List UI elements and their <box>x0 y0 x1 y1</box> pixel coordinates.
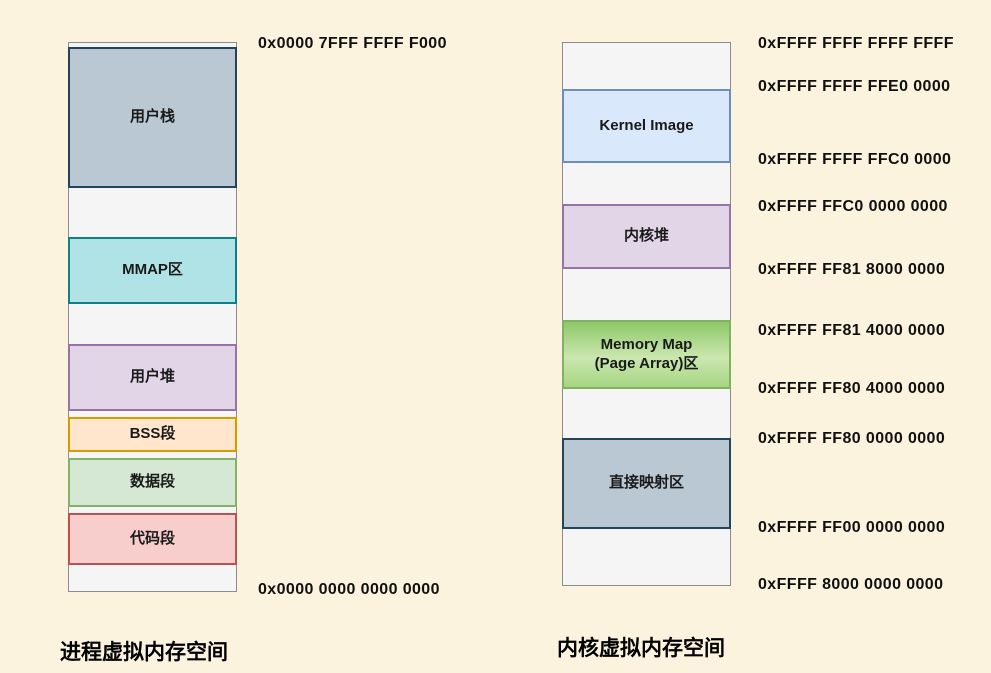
kernel-memory-column: Kernel Image 内核堆 Memory Map (Page Array)区直… <box>562 42 731 586</box>
address-label: 0x0000 0000 0000 0000 <box>258 581 440 598</box>
user-stack-segment-label: 用户栈 <box>129 108 175 126</box>
mmap-region-segment-label: MMAP区 <box>122 261 183 279</box>
user-stack-segment: 用户栈 <box>68 47 237 188</box>
mmap-region-segment: MMAP区 <box>68 237 237 304</box>
address-label: 0xFFFF FFFF FFC0 0000 <box>758 151 952 168</box>
address-label: 0xFFFF FFFF FFFF FFFF <box>758 35 954 52</box>
direct-mapping-segment-label: 直接映射区 <box>608 474 684 492</box>
user-heap-segment: 用户堆 <box>68 344 237 411</box>
process-memory-column: 用户栈 MMAP区用户堆 BSS段数据段代码段 <box>68 42 237 592</box>
memory-map-segment-label: Memory Map (Page Array)区 <box>594 335 699 372</box>
address-label: 0xFFFF FF00 0000 0000 <box>758 519 946 536</box>
address-label: 0xFFFF FF80 4000 0000 <box>758 380 946 397</box>
user-heap-segment-label: 用户堆 <box>129 368 175 386</box>
address-label: 0xFFFF 8000 0000 0000 <box>758 576 944 593</box>
memory-map-segment: Memory Map (Page Array)区 <box>562 320 731 389</box>
code-segment: 代码段 <box>68 513 237 565</box>
data-segment: 数据段 <box>68 458 237 507</box>
kernel-heap-segment-label: 内核堆 <box>623 227 669 245</box>
direct-mapping-segment: 直接映射区 <box>562 438 731 529</box>
code-segment-label: 代码段 <box>129 529 175 547</box>
kernel-image-segment-label: Kernel Image <box>599 116 694 134</box>
process-memory-title: 进程虚拟内存空间 <box>60 641 228 664</box>
address-label: 0xFFFF FF81 4000 0000 <box>758 322 946 339</box>
address-label: 0xFFFF FFC0 0000 0000 <box>758 198 948 215</box>
bss-segment: BSS段 <box>68 417 237 452</box>
data-segment-label: 数据段 <box>129 473 175 491</box>
kernel-heap-segment: 内核堆 <box>562 204 731 269</box>
address-label: 0xFFFF FF80 0000 0000 <box>758 430 946 447</box>
address-label: 0xFFFF FFFF FFE0 0000 <box>758 78 951 95</box>
bss-segment-label: BSS段 <box>129 425 176 443</box>
kernel-memory-title: 内核虚拟内存空间 <box>557 637 725 660</box>
address-label: 0xFFFF FF81 8000 0000 <box>758 261 946 278</box>
kernel-image-segment: Kernel Image <box>562 89 731 163</box>
address-label: 0x0000 7FFF FFFF F000 <box>258 35 447 52</box>
